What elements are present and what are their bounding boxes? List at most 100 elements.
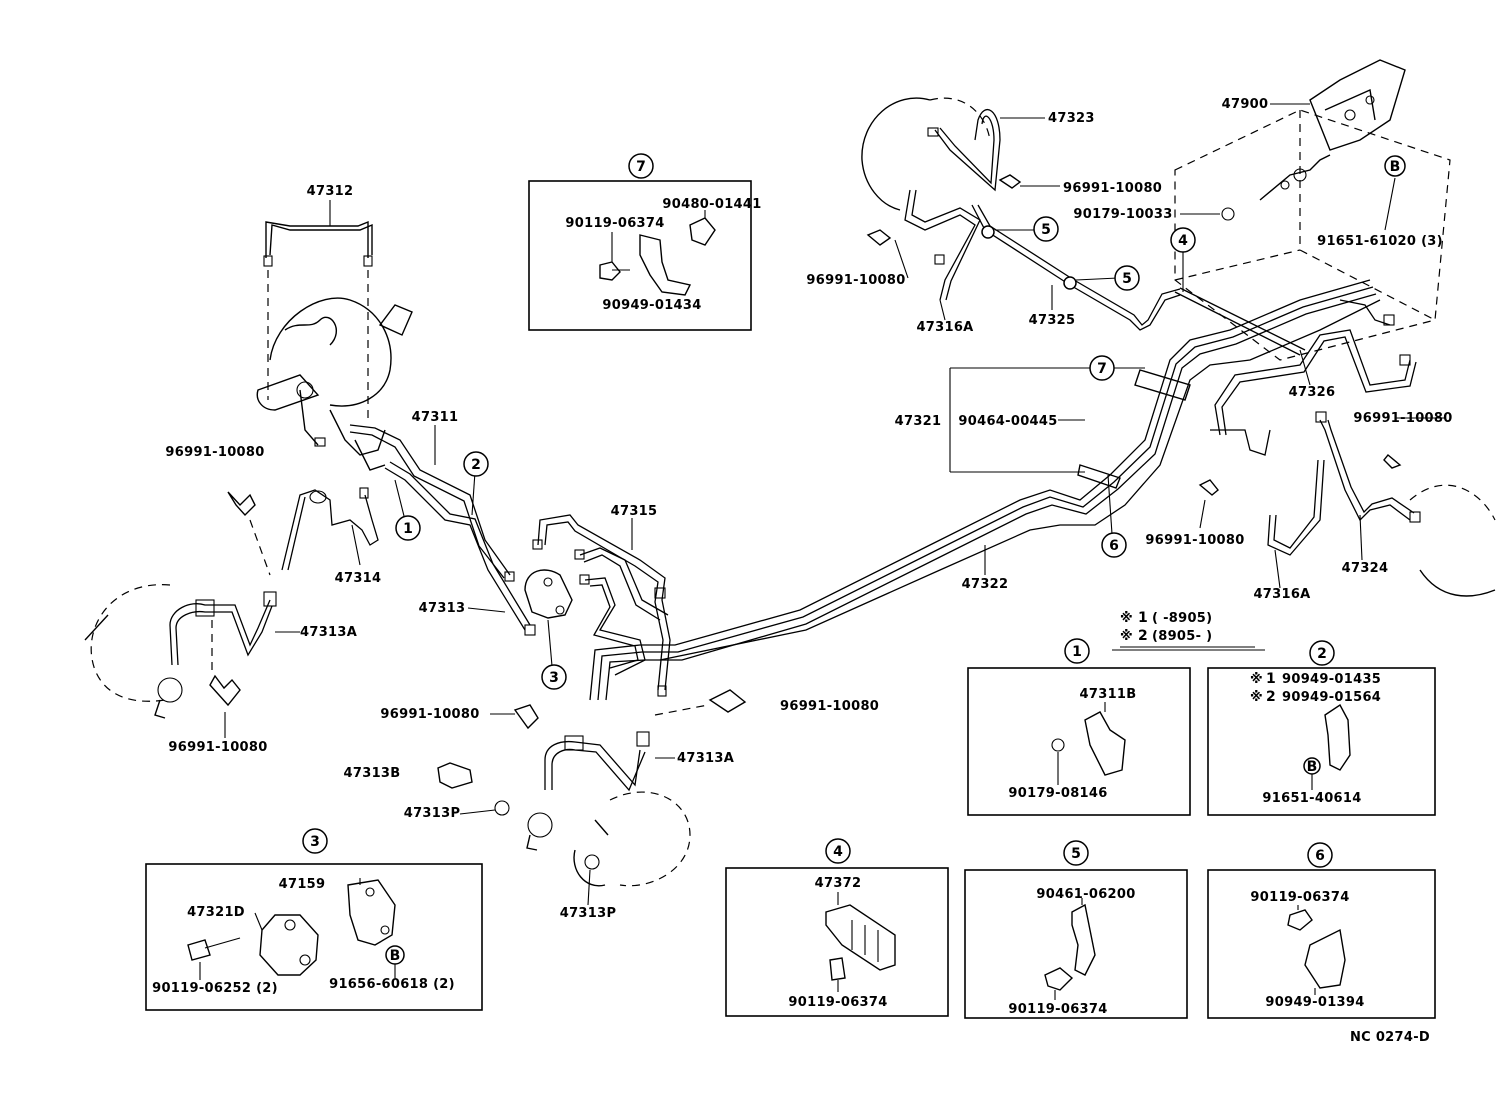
- label-47324: 47324: [1342, 561, 1389, 576]
- label-96991-g: 96991-10080: [1353, 411, 1452, 426]
- inset2-star-1: ※: [1250, 672, 1263, 687]
- pipe-47326: [1210, 299, 1417, 456]
- label-47321: 47321: [895, 414, 942, 429]
- label-91651-61020: 91651-61020 (3): [1317, 234, 1443, 249]
- callout-1: 1: [403, 521, 413, 537]
- label-47312: 47312: [307, 184, 354, 199]
- callout-markers: 7 1 2 3 4 5 6 2 1 3 4 5 5 7 6 B: [302, 153, 1406, 868]
- inset-5-parts: [1044, 898, 1096, 1000]
- note-star-1: ※: [1120, 611, 1133, 626]
- inset-6-parts: [1287, 905, 1346, 995]
- inset6-90949-01394: 90949-01394: [1265, 995, 1364, 1010]
- inset4-47372: 47372: [815, 876, 862, 891]
- inset-7-parts: [599, 210, 716, 296]
- callout-6-inset-label: 6: [1315, 848, 1325, 864]
- clip-96991-left: [227, 491, 271, 576]
- inset2-star-2: ※: [1250, 690, 1263, 705]
- inset-3-badge-b: B: [390, 948, 401, 964]
- callout-5-inset-label: 5: [1071, 846, 1081, 862]
- master-cylinder: [256, 220, 413, 471]
- label-47313p-b: 47313P: [560, 906, 617, 921]
- callout-3: 3: [549, 670, 559, 686]
- inset-2-badge-b: B: [1307, 759, 1318, 775]
- inset3-47159: 47159: [279, 877, 326, 892]
- inset-box-7: [528, 180, 752, 331]
- inset1-90179-08146: 90179-08146: [1008, 786, 1107, 801]
- note-2-code: 2: [1138, 628, 1148, 644]
- main-brake-line-47322: [589, 279, 1381, 701]
- inset2-mark-2: 2: [1266, 689, 1276, 705]
- inset3-47321d: 47321D: [187, 905, 245, 920]
- inset-3-parts: [187, 878, 405, 980]
- label-90179-10033: 90179-10033: [1073, 207, 1172, 222]
- inset7-90949-01434: 90949-01434: [602, 298, 701, 313]
- note-1-code: 1: [1138, 610, 1148, 626]
- inset2-90949-01564: 90949-01564: [1282, 690, 1381, 705]
- inset-box-6: [1207, 869, 1436, 1019]
- label-96991-a: 96991-10080: [165, 445, 264, 460]
- leader-lines: [224, 103, 1445, 906]
- inset2-90949-01435: 90949-01435: [1282, 672, 1381, 687]
- inset-box-4: [725, 867, 949, 1017]
- inset-box-3: [145, 863, 483, 1011]
- pipe-47311: [314, 424, 536, 636]
- callout-4: 4: [1178, 233, 1188, 249]
- label-47313p-a: 47313P: [404, 806, 461, 821]
- inset6-90119-06374: 90119-06374: [1250, 890, 1349, 905]
- bracket-47900: [1174, 59, 1451, 361]
- inset3-90119-06252: 90119-06252 (2): [152, 981, 278, 996]
- inset4-90119-06374: 90119-06374: [788, 995, 887, 1010]
- inset-4-parts: [825, 892, 896, 992]
- inset-1-parts: [1051, 702, 1126, 785]
- inset-2-parts: [1303, 703, 1351, 790]
- label-47326: 47326: [1289, 385, 1336, 400]
- callout-6: 6: [1109, 538, 1119, 554]
- proportioning-valve: [524, 569, 573, 619]
- inset-box-2: [1207, 667, 1436, 816]
- label-47322: 47322: [962, 577, 1009, 592]
- inset-box-1: [967, 667, 1191, 816]
- label-47313: 47313: [419, 601, 466, 616]
- part-labels: 47312 47311 47314 47313 47313A 96991-100…: [165, 97, 1452, 1045]
- inset2-91651-40614: 91651-40614: [1262, 791, 1361, 806]
- label-47313b: 47313B: [344, 766, 401, 781]
- inset3-91656-60618: 91656-60618 (2): [329, 977, 455, 992]
- label-96991-f: 96991-10080: [806, 273, 905, 288]
- label-47900: 47900: [1222, 97, 1269, 112]
- label-47314: 47314: [335, 571, 382, 586]
- callout-7-inset: [628, 153, 654, 179]
- label-47323: 47323: [1048, 111, 1095, 126]
- diagram-code: NC 0274-D: [1350, 1030, 1430, 1045]
- pipe-47314: [281, 487, 379, 571]
- callout-2-inset-label: 2: [1317, 646, 1327, 662]
- inset5-90119-06374: 90119-06374: [1008, 1002, 1107, 1017]
- callout-7-inset-label: 7: [636, 159, 646, 175]
- pipe-47325: [971, 204, 1181, 331]
- inset-box-5: [964, 869, 1188, 1019]
- clamp-bar-4: [1174, 291, 1301, 356]
- label-47311: 47311: [412, 410, 459, 425]
- note-2-range: (8905- ): [1152, 629, 1212, 644]
- callout-4-inset-label: 4: [833, 844, 843, 860]
- label-47316a-a: 47316A: [916, 320, 973, 335]
- callout-1-inset-label: 1: [1072, 644, 1082, 660]
- label-96991-e: 96991-10080: [1063, 181, 1162, 196]
- note-star-2: ※: [1120, 629, 1133, 644]
- inset7-90119-06374: 90119-06374: [565, 216, 664, 231]
- inset2-mark-1: 1: [1266, 671, 1276, 687]
- label-47313a-mid: 47313A: [677, 751, 734, 766]
- label-96991-b: 96991-10080: [168, 740, 267, 755]
- callout-7: 7: [1097, 361, 1107, 377]
- label-47315: 47315: [611, 504, 658, 519]
- inset1-47311b: 47311B: [1080, 687, 1137, 702]
- label-47325: 47325: [1029, 313, 1076, 328]
- label-47313a-left: 47313A: [300, 625, 357, 640]
- callout-5a: 5: [1041, 222, 1051, 238]
- left-wheel-hose: [84, 584, 277, 719]
- callout-3-inset-label: 3: [310, 834, 320, 850]
- clips: [513, 207, 1235, 730]
- inset5-90461-06200: 90461-06200: [1036, 887, 1135, 902]
- inset-labels: 90480-01441 90119-06374 90949-01434 4731…: [152, 197, 1381, 1017]
- label-96991-h: 96991-10080: [1145, 533, 1244, 548]
